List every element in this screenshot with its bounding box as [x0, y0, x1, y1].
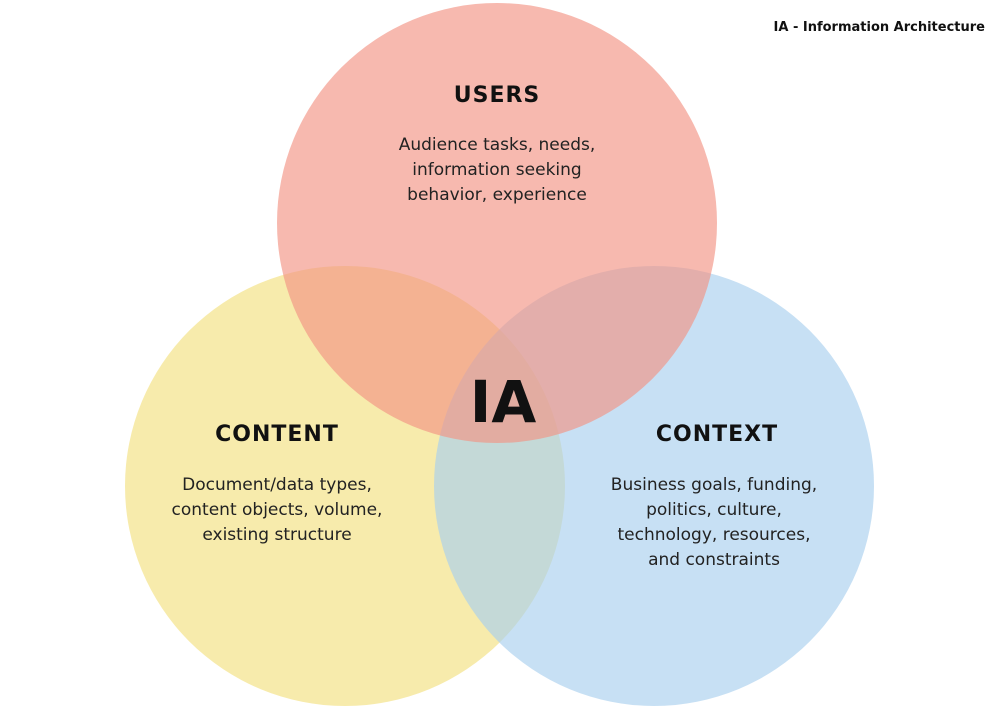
- content-desc-line: content objects, volume,: [171, 500, 383, 520]
- users-title: USERS: [453, 83, 541, 108]
- context-desc-line: politics, culture,: [646, 500, 782, 520]
- context-title: CONTEXT: [655, 422, 779, 447]
- users-desc-line: Audience tasks, needs,: [398, 135, 596, 155]
- users-circle: [277, 3, 717, 443]
- center-ia-label: IA: [469, 368, 537, 436]
- context-desc-line: technology, resources,: [617, 525, 811, 545]
- diagram-title: IA - Information Architecture: [773, 20, 985, 35]
- users-description: Audience tasks, needs, information seeki…: [347, 133, 647, 208]
- content-desc-line: Document/data types,: [182, 475, 372, 495]
- users-desc-line: behavior, experience: [407, 185, 587, 205]
- context-desc-line: Business goals, funding,: [610, 475, 818, 495]
- content-desc-line: existing structure: [202, 525, 352, 545]
- context-desc-line: and constraints: [648, 550, 780, 570]
- content-title: CONTENT: [215, 422, 339, 447]
- users-desc-line: information seeking: [412, 160, 582, 180]
- context-description: Business goals, funding, politics, cultu…: [564, 473, 864, 573]
- content-description: Document/data types, content objects, vo…: [127, 473, 427, 548]
